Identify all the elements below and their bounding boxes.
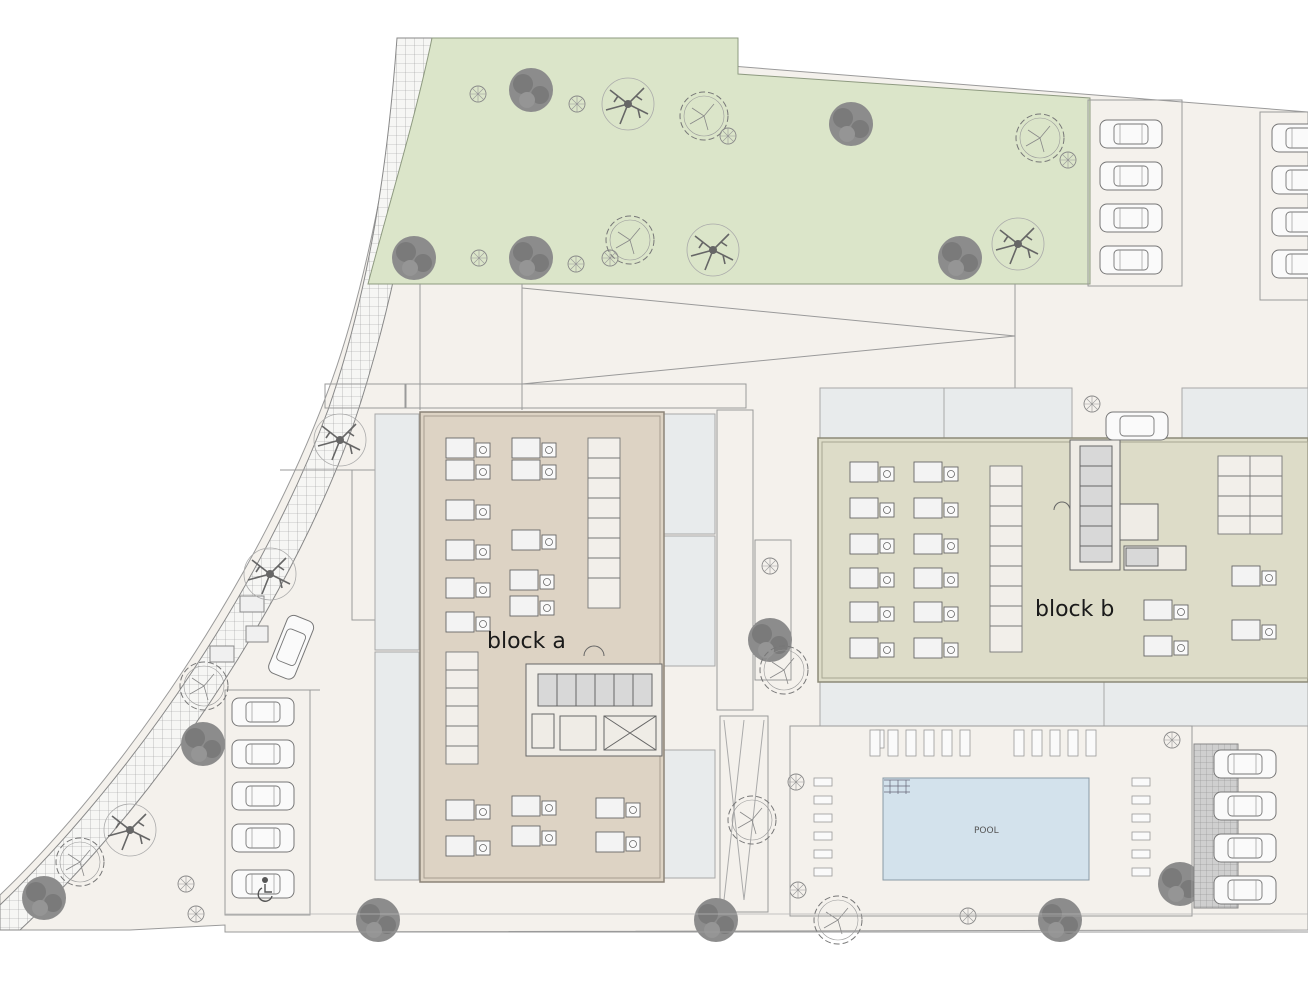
block-b-core: [1053, 439, 1187, 571]
block-a-core: [525, 645, 663, 757]
pool-label: POOL: [974, 826, 999, 836]
block-b-storage-stacks: [989, 455, 1283, 653]
central-planting: [694, 395, 1202, 945]
block-b-label: block b: [1035, 597, 1114, 622]
boundary-paving-strip: [0, 37, 433, 931]
block-a-label: block a: [487, 629, 566, 654]
accessible-parking-icon: [257, 877, 273, 902]
pool: [882, 777, 1090, 881]
block-a-terraces: [374, 413, 716, 881]
parking-left: [209, 595, 317, 916]
block-a-storage-stacks: [445, 437, 621, 765]
sunbeds-top: [869, 729, 1097, 757]
car-icon: [1105, 411, 1169, 441]
parking-bottom-right: [1193, 743, 1277, 909]
pool-deck: POOL: [789, 725, 1193, 917]
parking-top-right: [1087, 99, 1308, 301]
block-b-building: block b: [817, 437, 1308, 683]
block-a-building: block a: [419, 411, 665, 883]
